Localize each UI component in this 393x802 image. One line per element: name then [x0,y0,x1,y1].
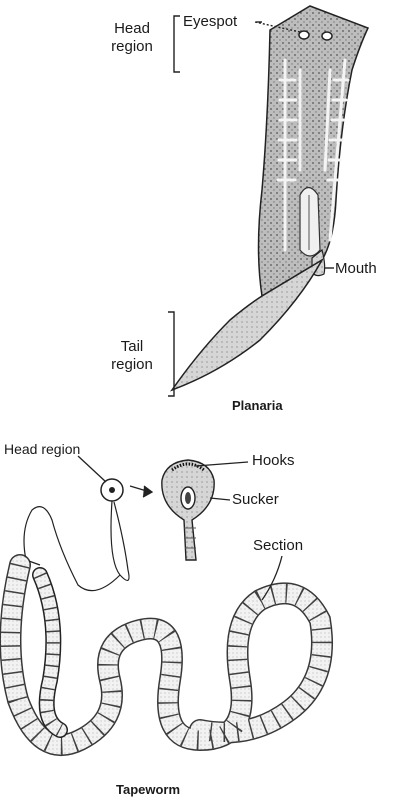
caption-planaria: Planaria [232,398,283,410]
label-head-region-tapeworm: Head region [4,440,80,458]
tail-region-bracket [168,312,174,396]
label-hooks: Hooks [252,452,295,470]
head-region-bracket [174,16,180,72]
sucker-leader [210,498,230,500]
tapeworm-neck [111,501,129,580]
planaria-tail [172,260,322,390]
head-region-leader [78,456,106,482]
label-head-region-planaria: Head region [102,20,162,56]
label-eyespot: Eyespot [183,13,237,31]
left-eyespot [299,31,309,39]
label-sucker: Sucker [232,491,279,509]
label-tail-region-line2: region [102,356,162,374]
label-head-region-line1: Head [102,20,162,38]
label-tail-region-line1: Tail [102,338,162,356]
right-eyespot [322,32,332,40]
label-mouth: Mouth [335,260,377,278]
caption-tapeworm: Tapeworm [116,782,180,797]
label-section: Section [253,537,303,555]
planaria-illustration [172,6,368,390]
label-tail-region: Tail region [102,338,162,374]
enlarged-scolex [162,460,214,560]
label-head-region-line2: region [102,38,162,56]
pharynx [300,188,320,257]
